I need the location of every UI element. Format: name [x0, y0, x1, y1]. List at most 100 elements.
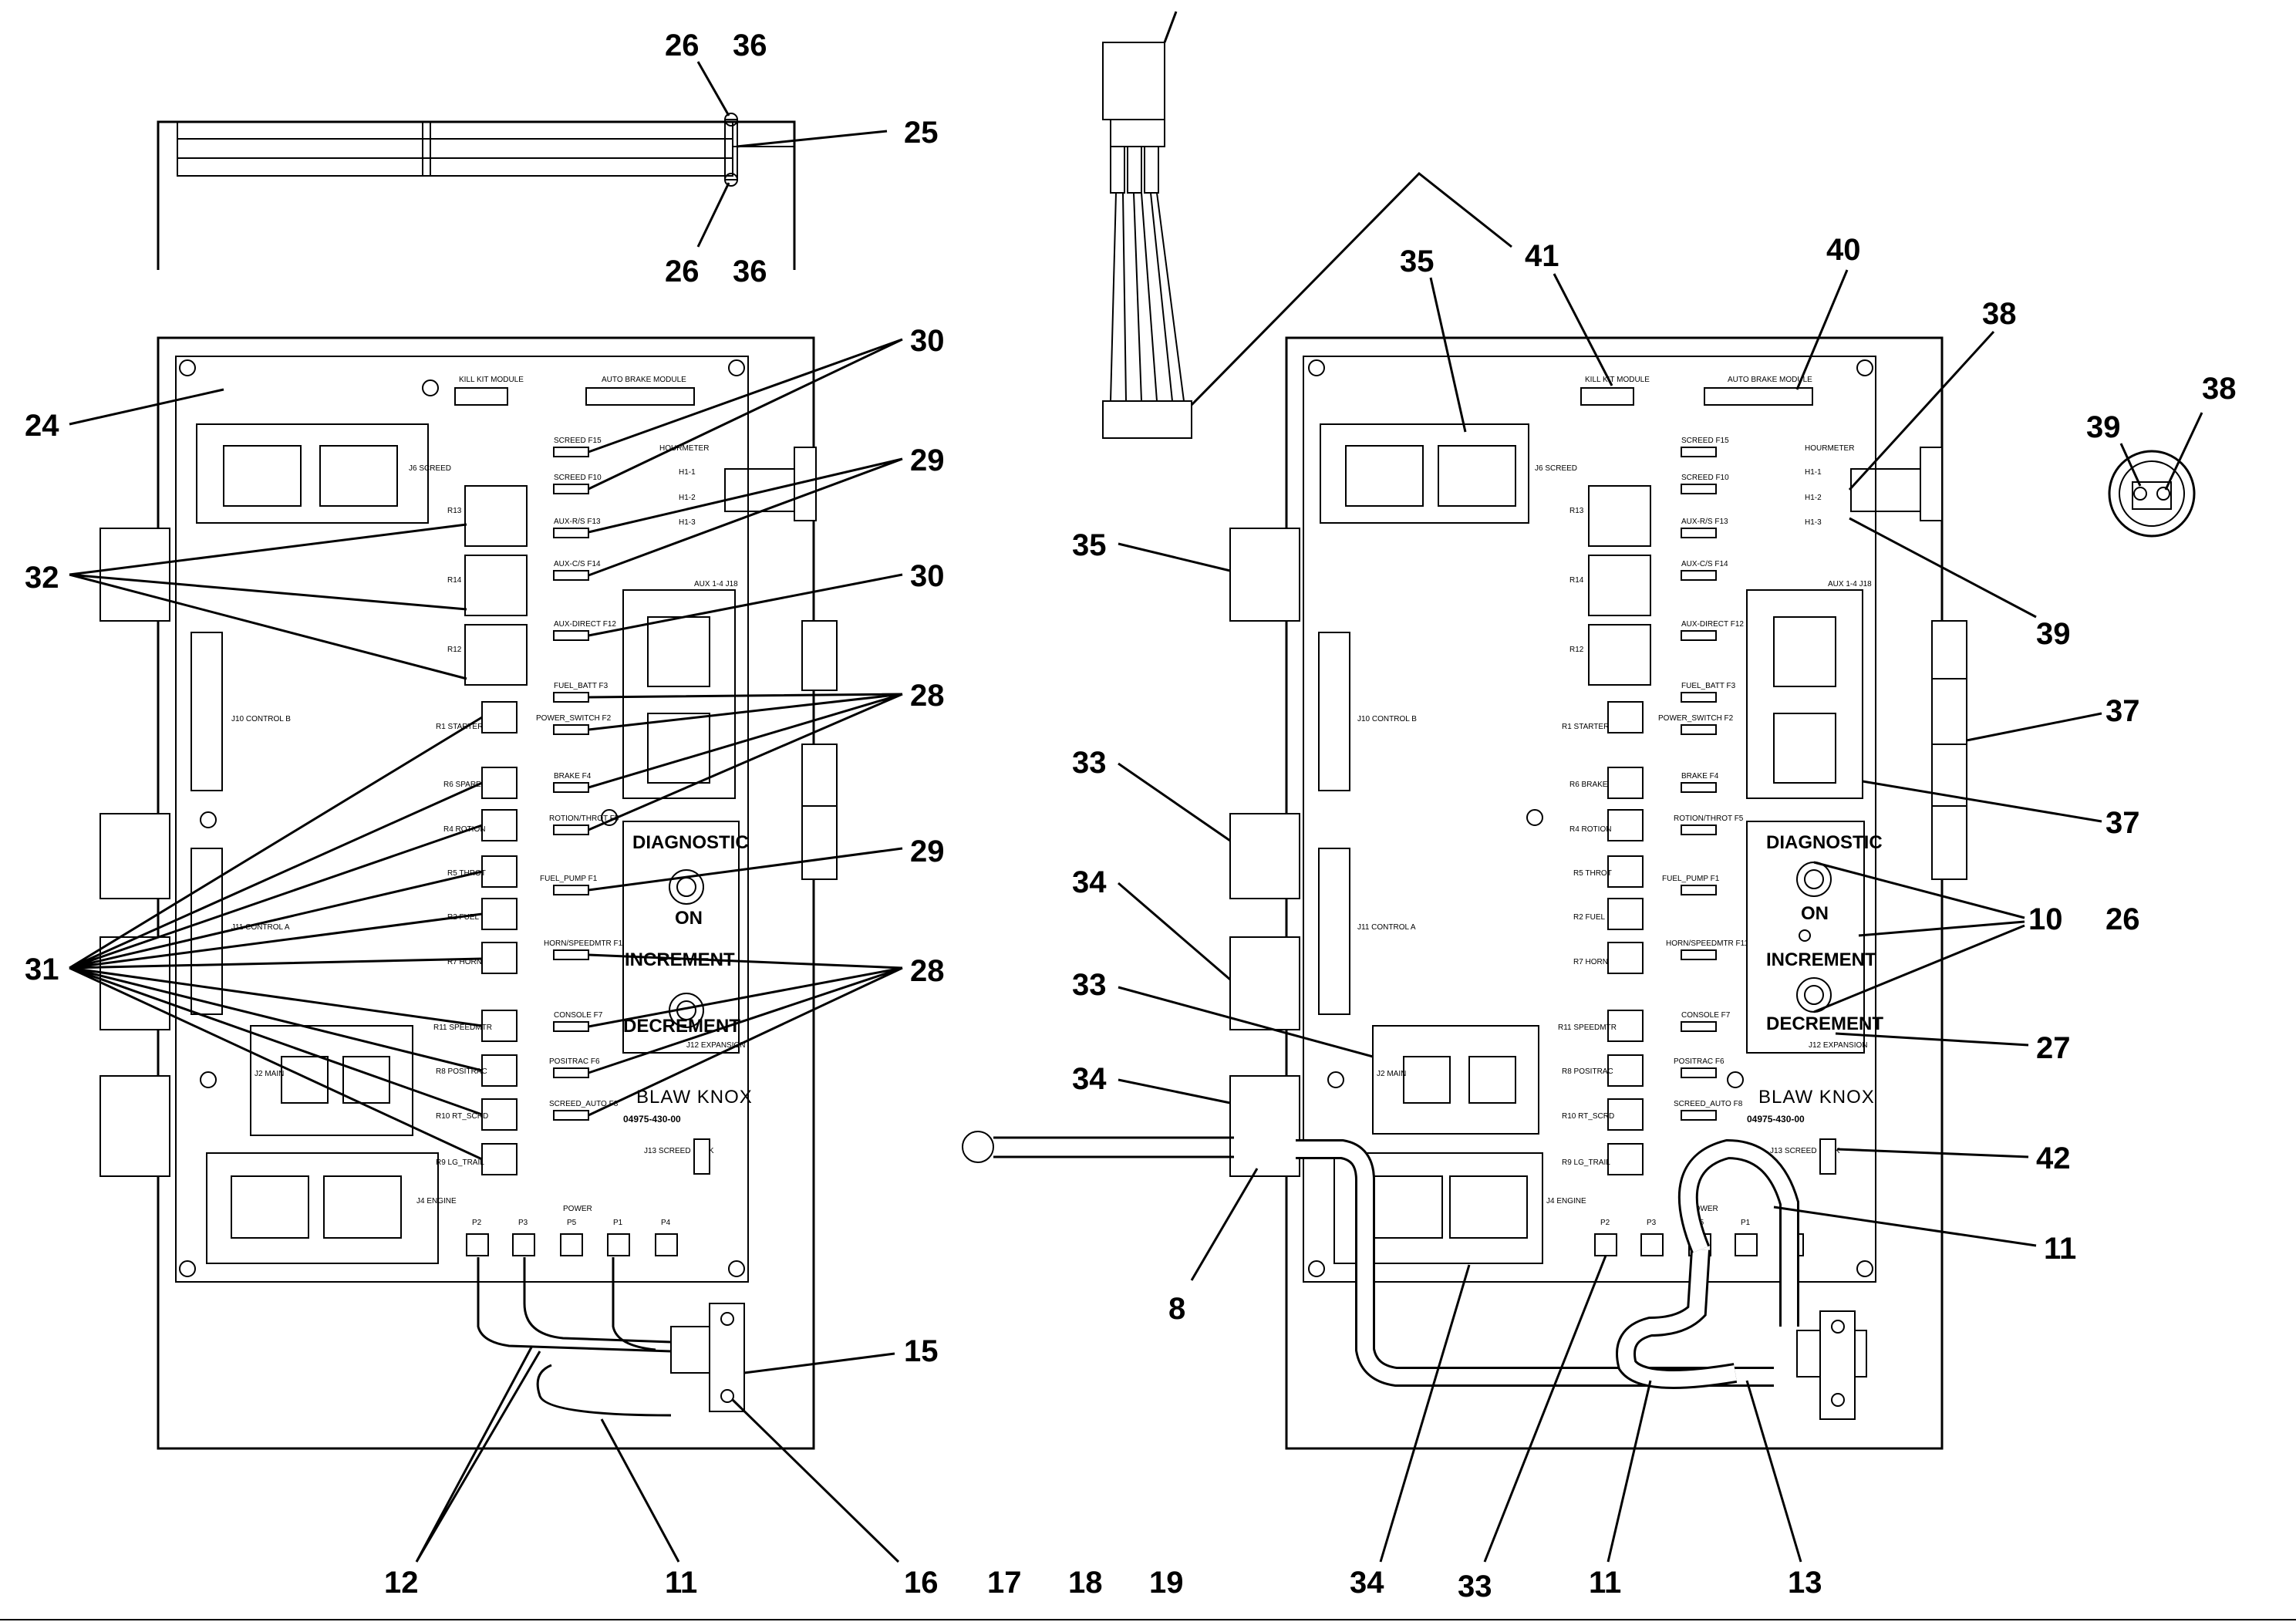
callout-13: 13	[1788, 1566, 1822, 1600]
callout-11-bottom: 11	[1589, 1566, 1621, 1600]
part-number-r: 04975-430-00	[1747, 1114, 1805, 1125]
fuse-f6-r: POSITRAC F6	[1674, 1057, 1725, 1066]
relay-r11: R11 SPEEDMTR	[433, 1023, 492, 1032]
j6-label-r: J6 SCREED	[1535, 464, 1577, 473]
callout-18: 18	[1068, 1566, 1103, 1600]
relay-r10-r: R10 RT_SCRD	[1562, 1112, 1614, 1121]
relay-r12: R12	[447, 646, 462, 654]
hourmeter-label: HOURMETER	[659, 444, 709, 453]
fuse-f13-r: AUX-R/S F13	[1681, 518, 1728, 526]
callout-34-b: 34	[1072, 1062, 1107, 1096]
h1-1-label: H1-1	[679, 468, 696, 477]
callout-36-top: 36	[733, 29, 767, 62]
callout-39-b: 39	[2036, 617, 2071, 651]
relay-r14-r: R14	[1569, 576, 1584, 585]
j13-label: J13 SCREED LOCK	[644, 1147, 714, 1155]
callout-33-b: 33	[1072, 968, 1107, 1002]
j10-label: J10 CONTROL B	[231, 715, 291, 723]
fuse-f4: BRAKE F4	[554, 772, 592, 781]
decrement-label: DECREMENT	[623, 1016, 740, 1037]
h1-1-label-r: H1-1	[1805, 468, 1822, 477]
plug-end-view	[2108, 450, 2196, 538]
hourmeter-label-r: HOURMETER	[1805, 444, 1854, 453]
callout-38-a: 38	[1982, 297, 2017, 331]
callout-41: 41	[1525, 239, 1559, 273]
callout-34-a: 34	[1072, 865, 1107, 899]
j11-label: J11 CONTROL A	[231, 923, 290, 932]
callout-40: 40	[1826, 233, 1861, 267]
callout-19: 19	[1149, 1566, 1184, 1600]
relay-r6: R6 SPARE	[443, 781, 481, 789]
relay-stack-top	[464, 485, 528, 686]
callout-26-top: 26	[665, 29, 700, 62]
j12-label: J12 EXPANSION	[686, 1041, 746, 1050]
on-label: ON	[675, 908, 703, 929]
j11-label-r: J11 CONTROL A	[1357, 923, 1416, 932]
power-p4: P4	[661, 1219, 671, 1227]
callout-31: 31	[25, 953, 59, 986]
callout-25: 25	[904, 116, 939, 150]
relay-r9: R9 LG_TRAIL	[436, 1158, 484, 1167]
relay-column	[481, 701, 518, 1175]
j12-label-r: J12 EXPANSION	[1809, 1041, 1868, 1050]
callout-35-left: 35	[1072, 528, 1107, 562]
relay-r7: R7 HORN	[447, 958, 482, 966]
fuse-f15: SCREED F15	[554, 437, 602, 445]
power-title: POWER	[563, 1205, 592, 1213]
relay-r14: R14	[447, 576, 462, 585]
auto-brake-label: AUTO BRAKE MODULE	[602, 376, 686, 384]
relay-r13-r: R13	[1569, 507, 1584, 515]
auto-brake-label-r: AUTO BRAKE MODULE	[1728, 376, 1812, 384]
callout-28-b: 28	[910, 954, 945, 988]
callout-42: 42	[2036, 1141, 2071, 1175]
callout-28-a: 28	[910, 679, 945, 713]
h1-3-label-r: H1-3	[1805, 518, 1822, 527]
h1-2-label: H1-2	[679, 494, 696, 502]
fuse-f14-r: AUX-C/S F14	[1681, 560, 1728, 568]
fuse-f7: CONSOLE F7	[554, 1011, 603, 1020]
callout-10: 10	[2028, 902, 2063, 936]
callout-27: 27	[2036, 1031, 2071, 1065]
relay-r12-r: R12	[1569, 646, 1584, 654]
fuse-f15-r: SCREED F15	[1681, 437, 1729, 445]
relay-r5-r: R5 THROT	[1573, 869, 1612, 878]
callout-8: 8	[1168, 1292, 1185, 1326]
relay-r1-r: R1 STARTER	[1562, 723, 1609, 731]
callout-29-a: 29	[910, 443, 945, 477]
fuse-f10: SCREED F10	[554, 474, 602, 482]
aux-j18-label: AUX 1-4 J18	[694, 580, 738, 588]
callout-37-a: 37	[2106, 694, 2140, 728]
fuse-f11: HORN/SPEEDMTR F11	[544, 939, 626, 948]
callout-32: 32	[25, 561, 59, 595]
callout-33-bottom: 33	[1458, 1570, 1492, 1603]
callout-26-bottom: 26	[665, 255, 700, 288]
j13-label-r: J13 SCREED LOCK	[1770, 1147, 1840, 1155]
power-p1: P1	[613, 1219, 623, 1227]
relay-r5: R5 THROT	[447, 869, 486, 878]
harness-plug	[1102, 11, 1192, 439]
fuse-f1-r: FUEL_PUMP F1	[1662, 875, 1720, 883]
callout-36-bottom: 36	[733, 255, 767, 288]
callout-12: 12	[384, 1566, 419, 1600]
fuse-f8: SCREED_AUTO F8	[549, 1100, 619, 1108]
fuse-f5-r: ROTION/THROT F5	[1674, 814, 1744, 823]
fuse-f13: AUX-R/S F13	[554, 518, 601, 526]
h1-3-label: H1-3	[679, 518, 696, 527]
callout-15: 15	[904, 1334, 939, 1368]
j2-label: J2 MAIN	[255, 1070, 284, 1078]
relay-r10: R10 RT_SCRD	[436, 1112, 488, 1121]
panel-right: KILL KIT MODULE AUTO BRAKE MODULE J6 SCR…	[962, 336, 1967, 1450]
fuse-f6: POSITRAC F6	[549, 1057, 600, 1066]
kill-kit-label: KILL KIT MODULE	[459, 376, 524, 384]
callout-11-left: 11	[665, 1566, 697, 1600]
j6-label: J6 SCREED	[409, 464, 451, 473]
fuse-f11-r: HORN/SPEEDMTR F11	[1666, 939, 1748, 948]
fuse-f5: ROTION/THROT F5	[549, 814, 619, 823]
callout-16: 16	[904, 1566, 939, 1600]
relay-r2-r: R2 FUEL	[1573, 913, 1606, 922]
relay-r4: R4 ROTION	[443, 825, 485, 834]
diagnostic-label: DIAGNOSTIC	[632, 832, 749, 853]
callout-39-a: 39	[2086, 410, 2121, 444]
fuse-f4-r: BRAKE F4	[1681, 772, 1719, 781]
